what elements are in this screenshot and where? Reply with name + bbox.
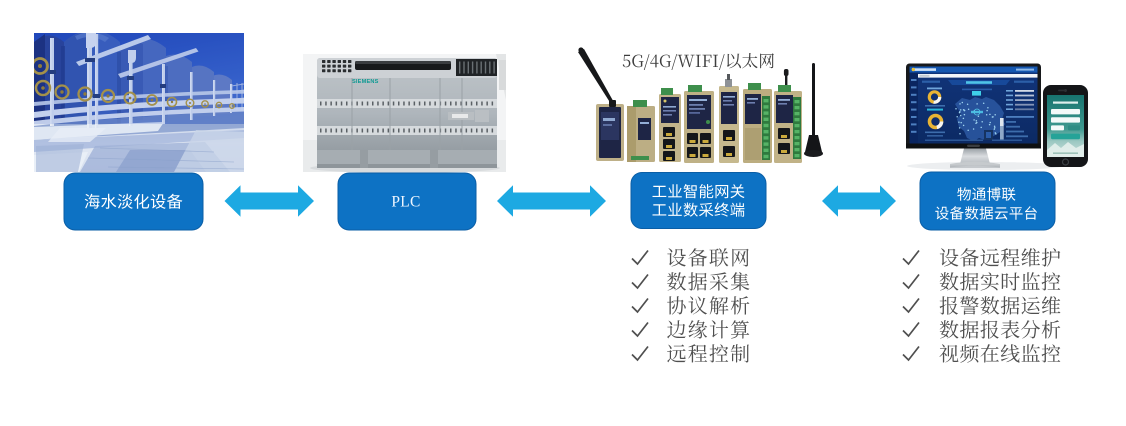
svg-text:PLC: PLC	[391, 194, 420, 211]
svg-text:SIEMENS: SIEMENS	[352, 79, 379, 85]
